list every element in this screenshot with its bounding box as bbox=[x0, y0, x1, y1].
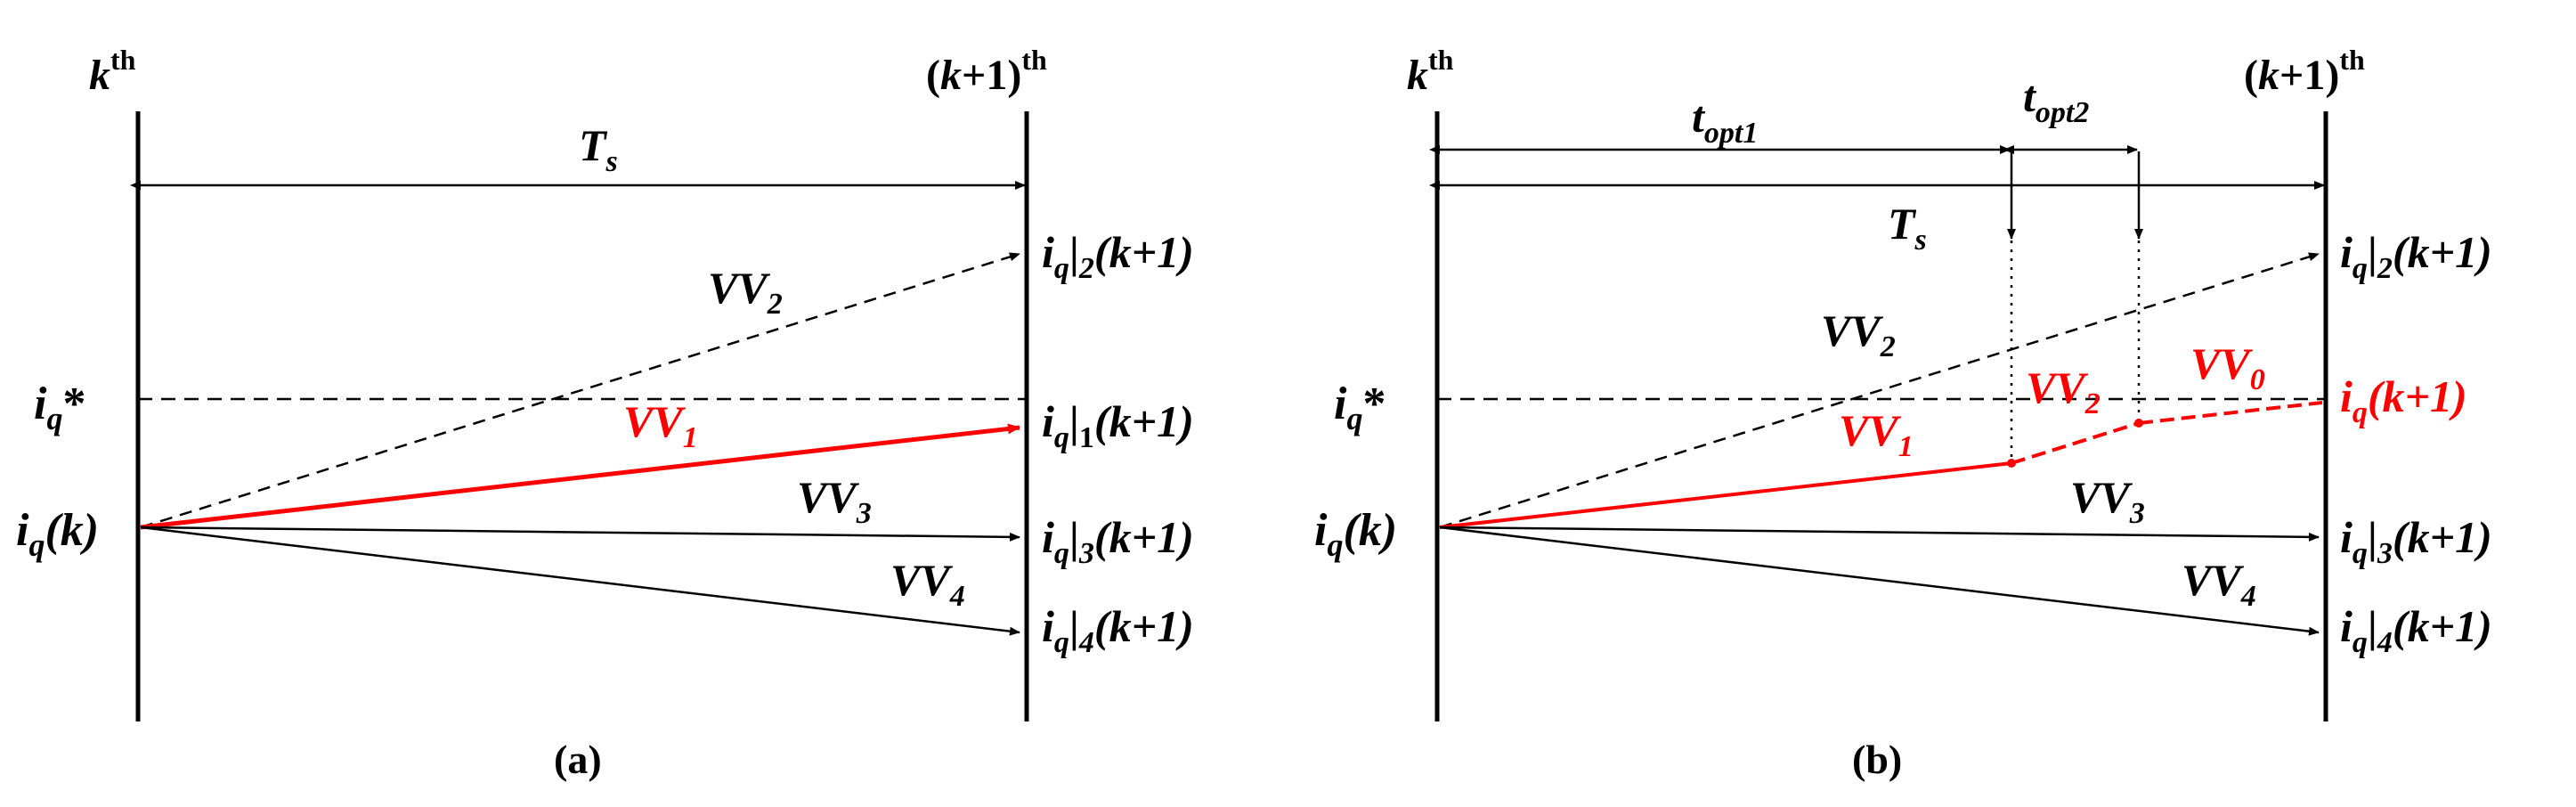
panel-b: kth (k+1)th topt1 topt2 Ts iq* iq(k) bbox=[1314, 44, 2492, 782]
vv2-label: VV2 bbox=[1821, 306, 1896, 363]
k1-marker: (k+1)th bbox=[926, 44, 1047, 99]
switch-point-1 bbox=[2007, 459, 2016, 468]
topt1-label: topt1 bbox=[1692, 92, 1758, 150]
vv1-label: VV1 bbox=[623, 396, 698, 454]
vv3-trajectory bbox=[1439, 526, 2320, 542]
panel-a: kth (k+1)th Ts iq* iq(k) VV2 VV1 VV3 VV4 bbox=[16, 44, 1194, 782]
reference-label: iq* bbox=[34, 379, 85, 436]
endpoint-label: iq|4(k+1) bbox=[2340, 601, 2492, 659]
ts-label: Ts bbox=[579, 120, 618, 178]
endpoint-label: iq|1(k+1) bbox=[1042, 396, 1194, 454]
ts-label: Ts bbox=[1888, 199, 1927, 257]
caption-b: (b) bbox=[1852, 737, 1902, 782]
vv4-trajectory bbox=[140, 526, 1020, 636]
start-label: iq(k) bbox=[1314, 505, 1397, 563]
vv1-label: VV1 bbox=[1839, 405, 1914, 463]
reference-label: iq* bbox=[1334, 379, 1386, 436]
vv4-trajectory bbox=[1439, 526, 2320, 636]
vv2-segment-trajectory bbox=[2011, 421, 2140, 465]
vv2-segment-label: VV2 bbox=[2026, 363, 2101, 420]
endpoint-label: iq|3(k+1) bbox=[2340, 512, 2492, 570]
vv0-label: VV0 bbox=[2190, 338, 2265, 396]
k-marker: kth bbox=[1407, 44, 1454, 99]
endpoint-label: iq|2(k+1) bbox=[2340, 227, 2492, 285]
switch-point-2 bbox=[2134, 419, 2143, 428]
start-label: iq(k) bbox=[16, 505, 99, 563]
endpoint-label: iq|2(k+1) bbox=[1042, 227, 1194, 285]
vv2-trajectory bbox=[140, 252, 1020, 529]
endpoint-label-red: iq(k+1) bbox=[2340, 371, 2467, 429]
caption-a: (a) bbox=[554, 737, 602, 782]
vv3-trajectory bbox=[140, 526, 1020, 542]
k1-marker: (k+1)th bbox=[2244, 44, 2365, 99]
vv4-label: VV4 bbox=[890, 555, 965, 613]
vv3-label: VV3 bbox=[2070, 472, 2145, 530]
endpoint-label: iq|4(k+1) bbox=[1042, 601, 1194, 659]
vv2-label: VV2 bbox=[708, 263, 783, 321]
endpoint-label: iq|3(k+1) bbox=[1042, 512, 1194, 570]
vv3-label: VV3 bbox=[797, 472, 872, 530]
vv1-trajectory bbox=[140, 423, 1020, 530]
vv0-segment-trajectory bbox=[2138, 401, 2323, 425]
k-marker: kth bbox=[89, 44, 136, 99]
vv4-label: VV4 bbox=[2182, 555, 2256, 613]
topt2-label: topt2 bbox=[2023, 71, 2089, 129]
vv2-trajectory bbox=[1439, 252, 2320, 529]
vv1-trajectory bbox=[1439, 461, 2012, 529]
